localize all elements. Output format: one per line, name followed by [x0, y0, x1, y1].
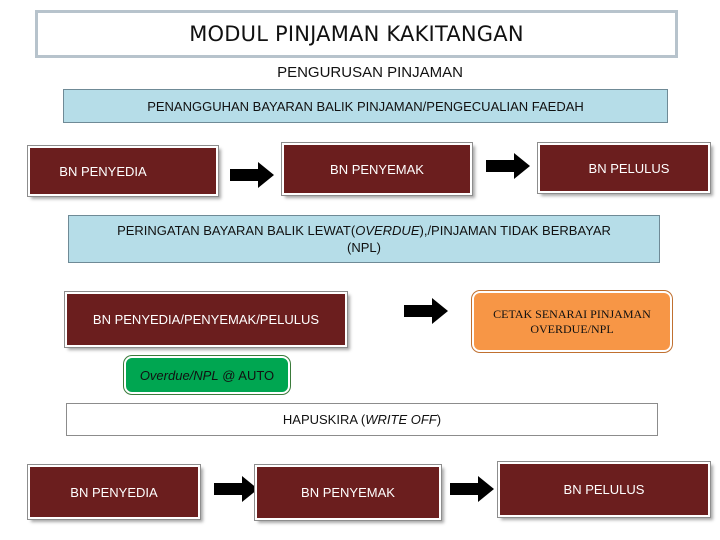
arrow-right-icon: [486, 153, 530, 179]
step-penyedia-3: BN PENYEDIA: [28, 465, 200, 519]
section2-header: PERINGATAN BAYARAN BALIK LEWAT(OVERDUE),…: [68, 215, 660, 263]
arrow-right-icon: [450, 476, 494, 502]
step-pelulus-1: BN PELULUS: [538, 143, 710, 193]
output-line-1: CETAK SENARAI PINJAMAN: [493, 306, 651, 321]
step-penyemak-3: BN PENYEMAK: [255, 465, 441, 520]
step-pelulus-3: BN PELULUS: [498, 462, 710, 517]
section2-header-line2: (NPL): [347, 240, 381, 255]
output-line-2: OVERDUE/NPL: [530, 321, 614, 336]
arrow-right-icon: [404, 298, 448, 324]
auto-badge: Overdue/NPL @ AUTO: [124, 356, 290, 394]
step-penyemak-1: BN PENYEMAK: [282, 143, 472, 195]
section1-header: PENANGGUHAN BAYARAN BALIK PINJAMAN/PENGE…: [63, 89, 668, 123]
section3-header: HAPUSKIRA (WRITE OFF): [66, 403, 658, 436]
arrow-right-icon: [214, 476, 258, 502]
step-penyedia-penyemak-pelulus: BN PENYEDIA/PENYEMAK/PELULUS: [65, 292, 347, 347]
arrow-right-icon: [230, 162, 274, 188]
print-overdue-npl-output: CETAK SENARAI PINJAMAN OVERDUE/NPL: [472, 291, 672, 352]
step-penyedia-1: BN PENYEDIA: [28, 146, 218, 196]
page-title: MODUL PINJAMAN KAKITANGAN: [35, 10, 678, 58]
section2-header-line1: PERINGATAN BAYARAN BALIK LEWAT(OVERDUE),…: [117, 223, 611, 238]
page-subtitle: PENGURUSAN PINJAMAN: [277, 64, 463, 81]
